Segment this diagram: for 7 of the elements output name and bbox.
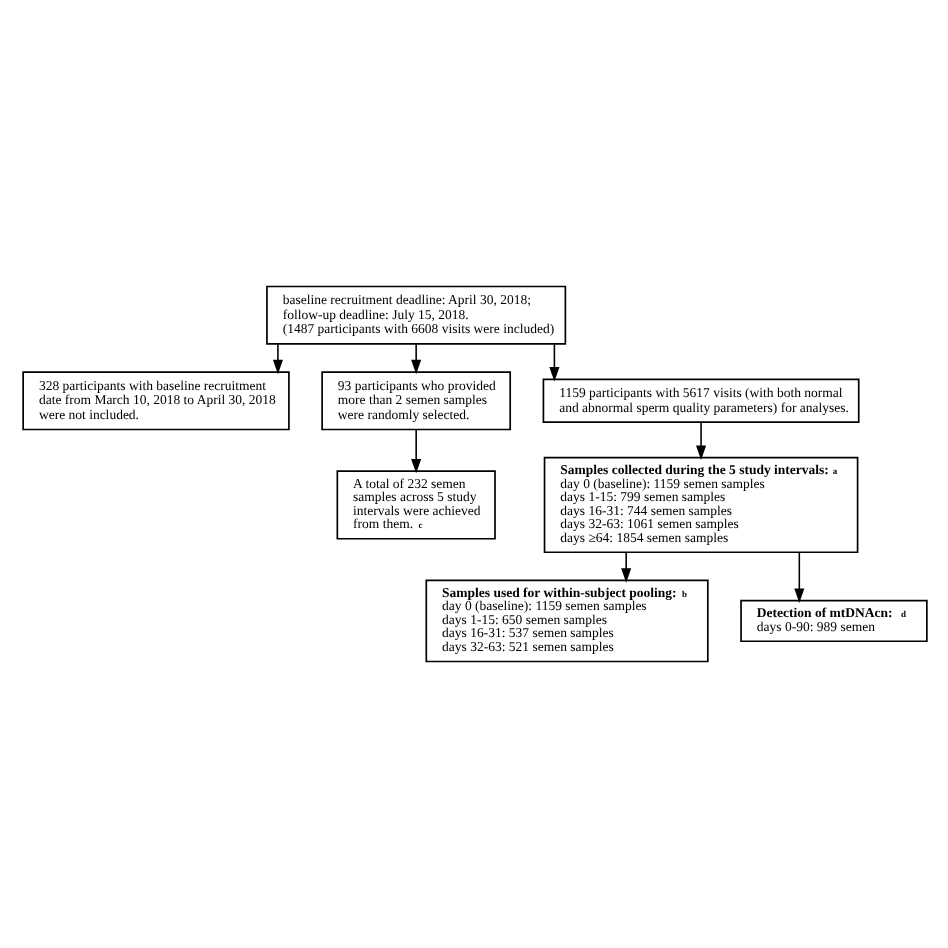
arrow <box>410 429 421 474</box>
arrow <box>695 421 706 461</box>
arrow <box>793 551 804 603</box>
arrow <box>548 343 559 382</box>
arrow <box>620 551 631 583</box>
arrow <box>410 343 421 375</box>
arrow <box>271 343 282 375</box>
